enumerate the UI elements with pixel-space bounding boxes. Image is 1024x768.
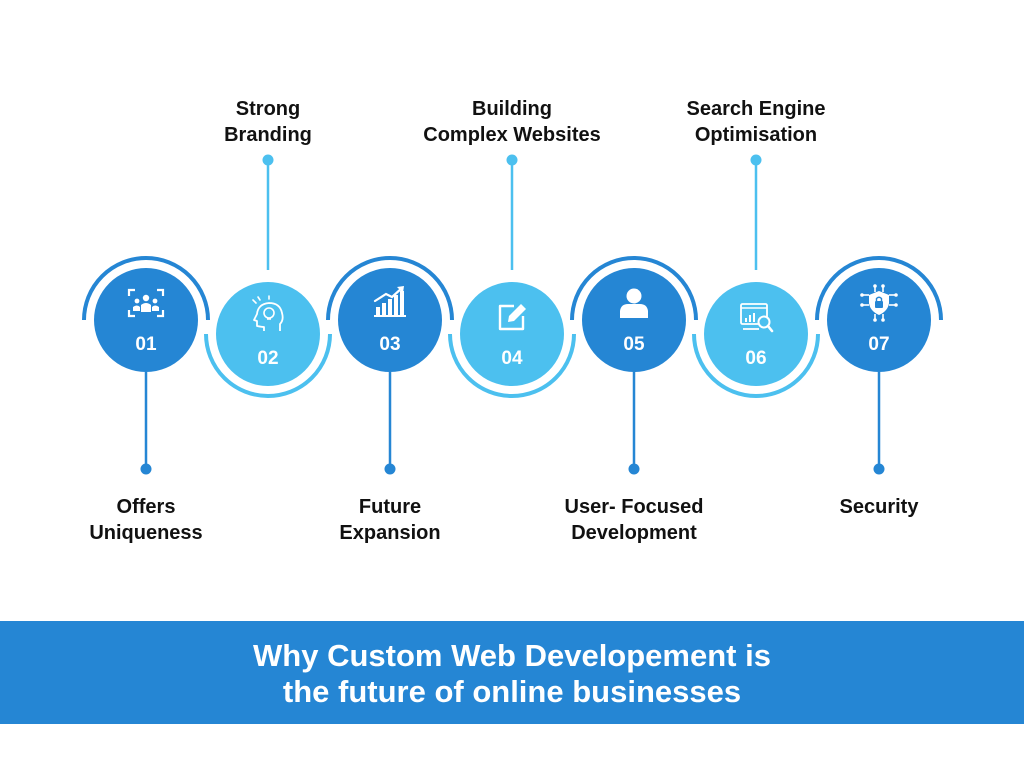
- step-arc: [692, 333, 820, 398]
- title-banner: Why Custom Web Developement is the futur…: [0, 621, 1024, 724]
- step-04: 04: [448, 154, 576, 398]
- step-05: 05: [570, 256, 698, 475]
- edit-icon: [498, 304, 526, 331]
- step-circle: [582, 268, 686, 372]
- step-label: Offers Uniqueness: [89, 496, 203, 544]
- connector-dot: [384, 463, 396, 475]
- step-arc: [570, 256, 698, 321]
- step-07: 07: [815, 256, 943, 475]
- step-circle: [827, 268, 931, 372]
- steps-diagram: 01 02 03 04 05 06 07: [82, 154, 943, 475]
- connector-dot: [873, 463, 885, 475]
- step-label: Building Complex Websites: [423, 98, 601, 146]
- step-arc: [326, 256, 454, 321]
- step-circle: [460, 282, 564, 386]
- connector-dot: [750, 154, 762, 166]
- connector-dot: [262, 154, 274, 166]
- connector-dot: [140, 463, 152, 475]
- step-arc: [204, 333, 332, 398]
- step-03: 03: [326, 256, 454, 475]
- connector-dot: [628, 463, 640, 475]
- step-circle: [94, 268, 198, 372]
- seo-analytics-icon: [740, 303, 774, 333]
- step-06: 06: [692, 154, 820, 398]
- step-circle: [704, 282, 808, 386]
- step-arc: [815, 256, 943, 321]
- step-circle: [338, 268, 442, 372]
- step-label: Security: [839, 496, 919, 518]
- step-01: 01: [82, 256, 210, 475]
- step-number: 04: [501, 348, 523, 369]
- step-number: 03: [379, 334, 400, 355]
- step-02: 02: [204, 154, 332, 398]
- step-label: Future Expansion: [339, 496, 441, 544]
- step-number: 06: [745, 348, 766, 369]
- growth-chart-icon: [373, 286, 406, 317]
- step-number: 05: [623, 334, 645, 355]
- connector-dot: [506, 154, 518, 166]
- security-shield-icon: [860, 284, 898, 322]
- user-icon: [620, 288, 648, 318]
- step-number: 01: [135, 334, 157, 355]
- banner-title: Why Custom Web Developement is the futur…: [253, 638, 771, 709]
- step-arc: [448, 333, 576, 398]
- step-label: User- Focused Development: [564, 496, 704, 544]
- step-circle: [216, 282, 320, 386]
- head-lightbulb-icon: [252, 295, 284, 331]
- team-focus-icon: [127, 288, 165, 318]
- step-label: Search Engine Optimisation: [686, 98, 826, 146]
- step-number: 07: [868, 334, 889, 355]
- step-label: Strong Branding: [224, 98, 312, 146]
- step-arc: [82, 256, 210, 321]
- step-number: 02: [257, 348, 278, 369]
